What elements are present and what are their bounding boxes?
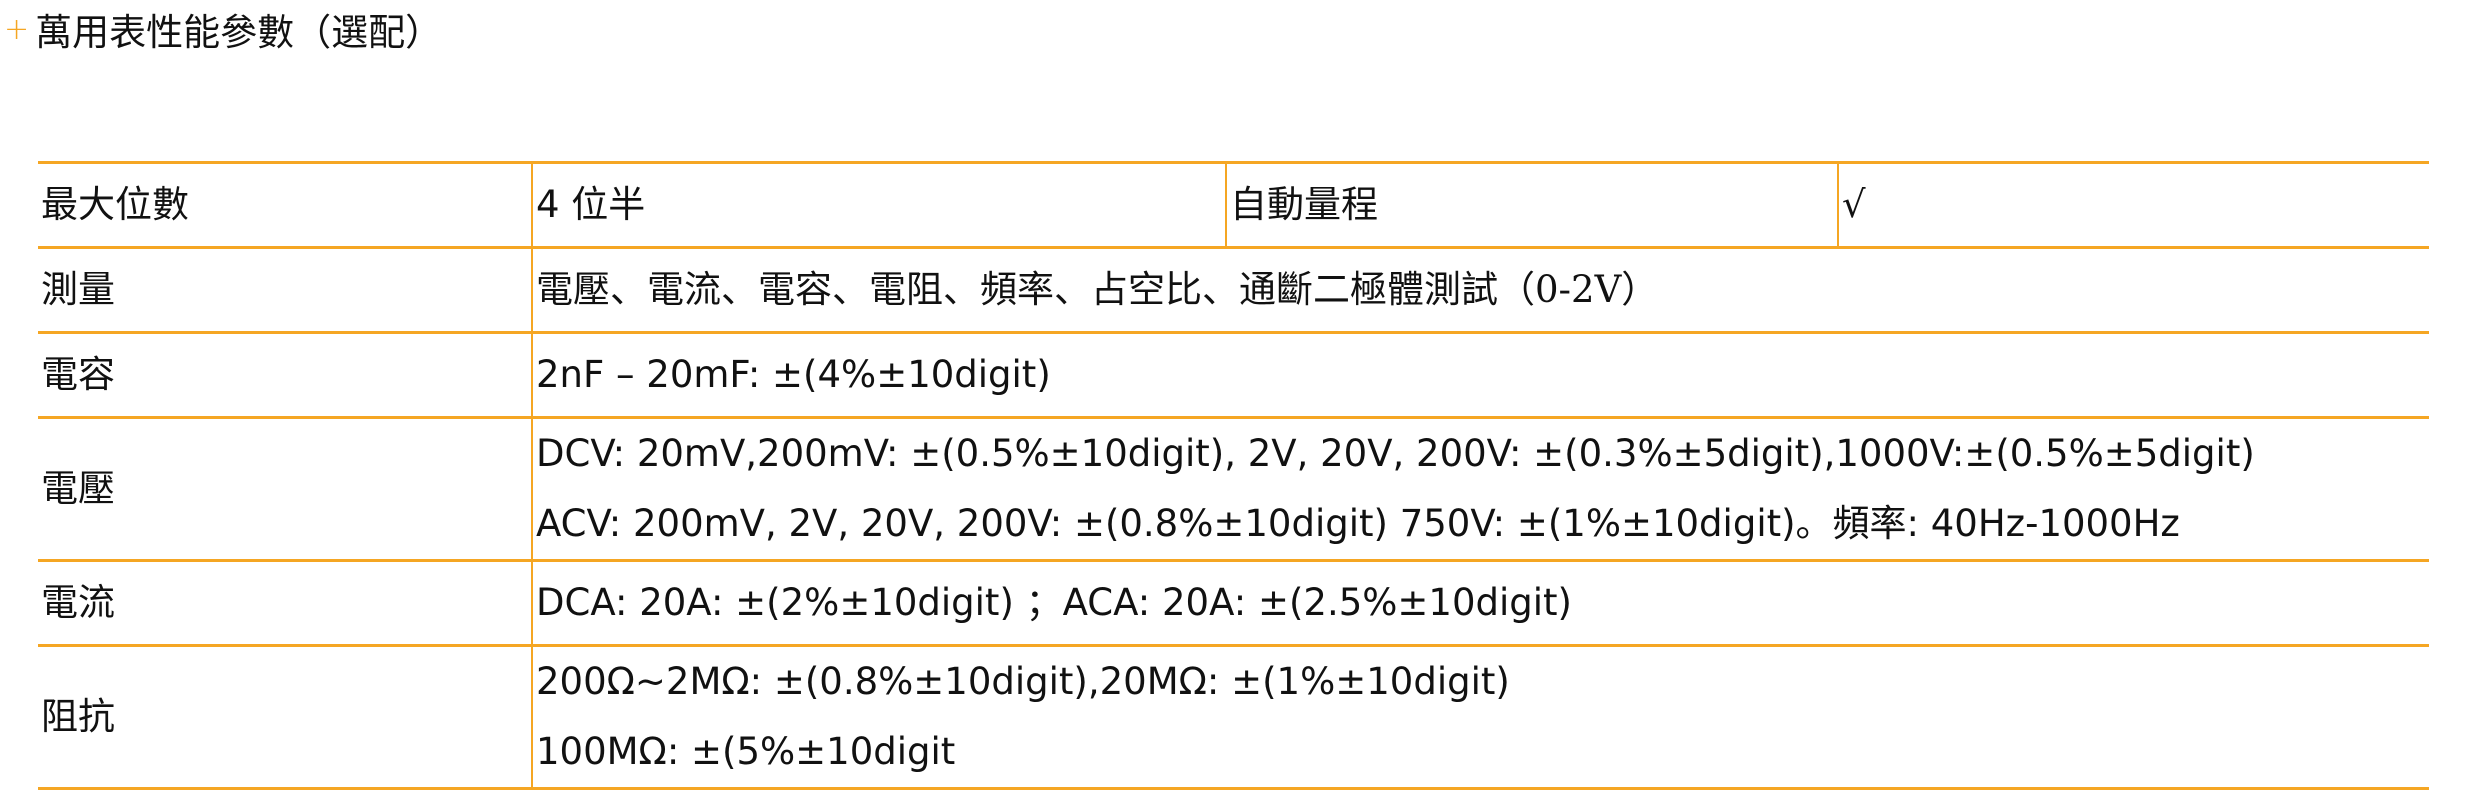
row-label-current: 電流 [38, 559, 532, 647]
table-row: 電壓 DCV: 20mV,200mV: ±(0.5%±10digit), 2V,… [38, 416, 2429, 562]
current-value: DCA: 20A: ±(2%±10digit) ；ACA: 20A: ±(2.5… [531, 559, 2429, 647]
voltage-value: DCV: 20mV,200mV: ±(0.5%±10digit), 2V, 20… [531, 416, 2429, 562]
row-label-max-digits: 最大位數 [38, 161, 532, 249]
table-row: 電流 DCA: 20A: ±(2%±10digit) ；ACA: 20A: ±(… [38, 559, 2429, 647]
impedance-line-1: 200Ω~2MΩ: ±(0.8%±10digit),20MΩ: ±(1%±10d… [536, 660, 1510, 703]
table-row: 電容 2nF – 20mF: ±(4%±10digit) [38, 331, 2429, 419]
max-digits-value: 4 位半 [531, 161, 1226, 249]
impedance-value: 200Ω~2MΩ: ±(0.8%±10digit),20MΩ: ±(1%±10d… [531, 644, 2429, 790]
auto-range-label: 自動量程 [1225, 161, 1838, 249]
table-row: 測量 電壓、電流、電容、電阻、頻率、占空比、通斷二極體測試（0-2V） [38, 246, 2429, 334]
row-label-impedance: 阻抗 [38, 644, 532, 790]
checkmark-icon: √ [1837, 161, 2429, 249]
section-heading: + 萬用表性能參數（選配） [4, 4, 442, 54]
voltage-dc-line: DCV: 20mV,200mV: ±(0.5%±10digit), 2V, 20… [536, 432, 2255, 475]
measurement-value: 電壓、電流、電容、電阻、頻率、占空比、通斷二極體測試（0-2V） [531, 246, 2429, 334]
table-row: 阻抗 200Ω~2MΩ: ±(0.8%±10digit),20MΩ: ±(1%±… [38, 644, 2429, 790]
impedance-line-2: 100MΩ: ±(5%±10digit [536, 730, 956, 773]
table-row: 最大位數 4 位半 自動量程 √ [38, 161, 2429, 249]
row-label-voltage: 電壓 [38, 416, 532, 562]
voltage-ac-line: ACV: 200mV, 2V, 20V, 200V: ±(0.8%±10digi… [536, 502, 2180, 545]
row-label-measurement: 測量 [38, 246, 532, 334]
row-label-capacitance: 電容 [38, 331, 532, 419]
capacitance-value: 2nF – 20mF: ±(4%±10digit) [531, 331, 2429, 419]
section-title: 萬用表性能參數（選配） [35, 11, 443, 54]
multimeter-spec-table: 最大位數 4 位半 自動量程 √ 測量 電壓、電流、電容、電阻、頻率、占空比、通… [38, 161, 2429, 790]
plus-marker-icon: + [4, 11, 30, 47]
max-digits-text: 4 位半 [536, 183, 646, 226]
